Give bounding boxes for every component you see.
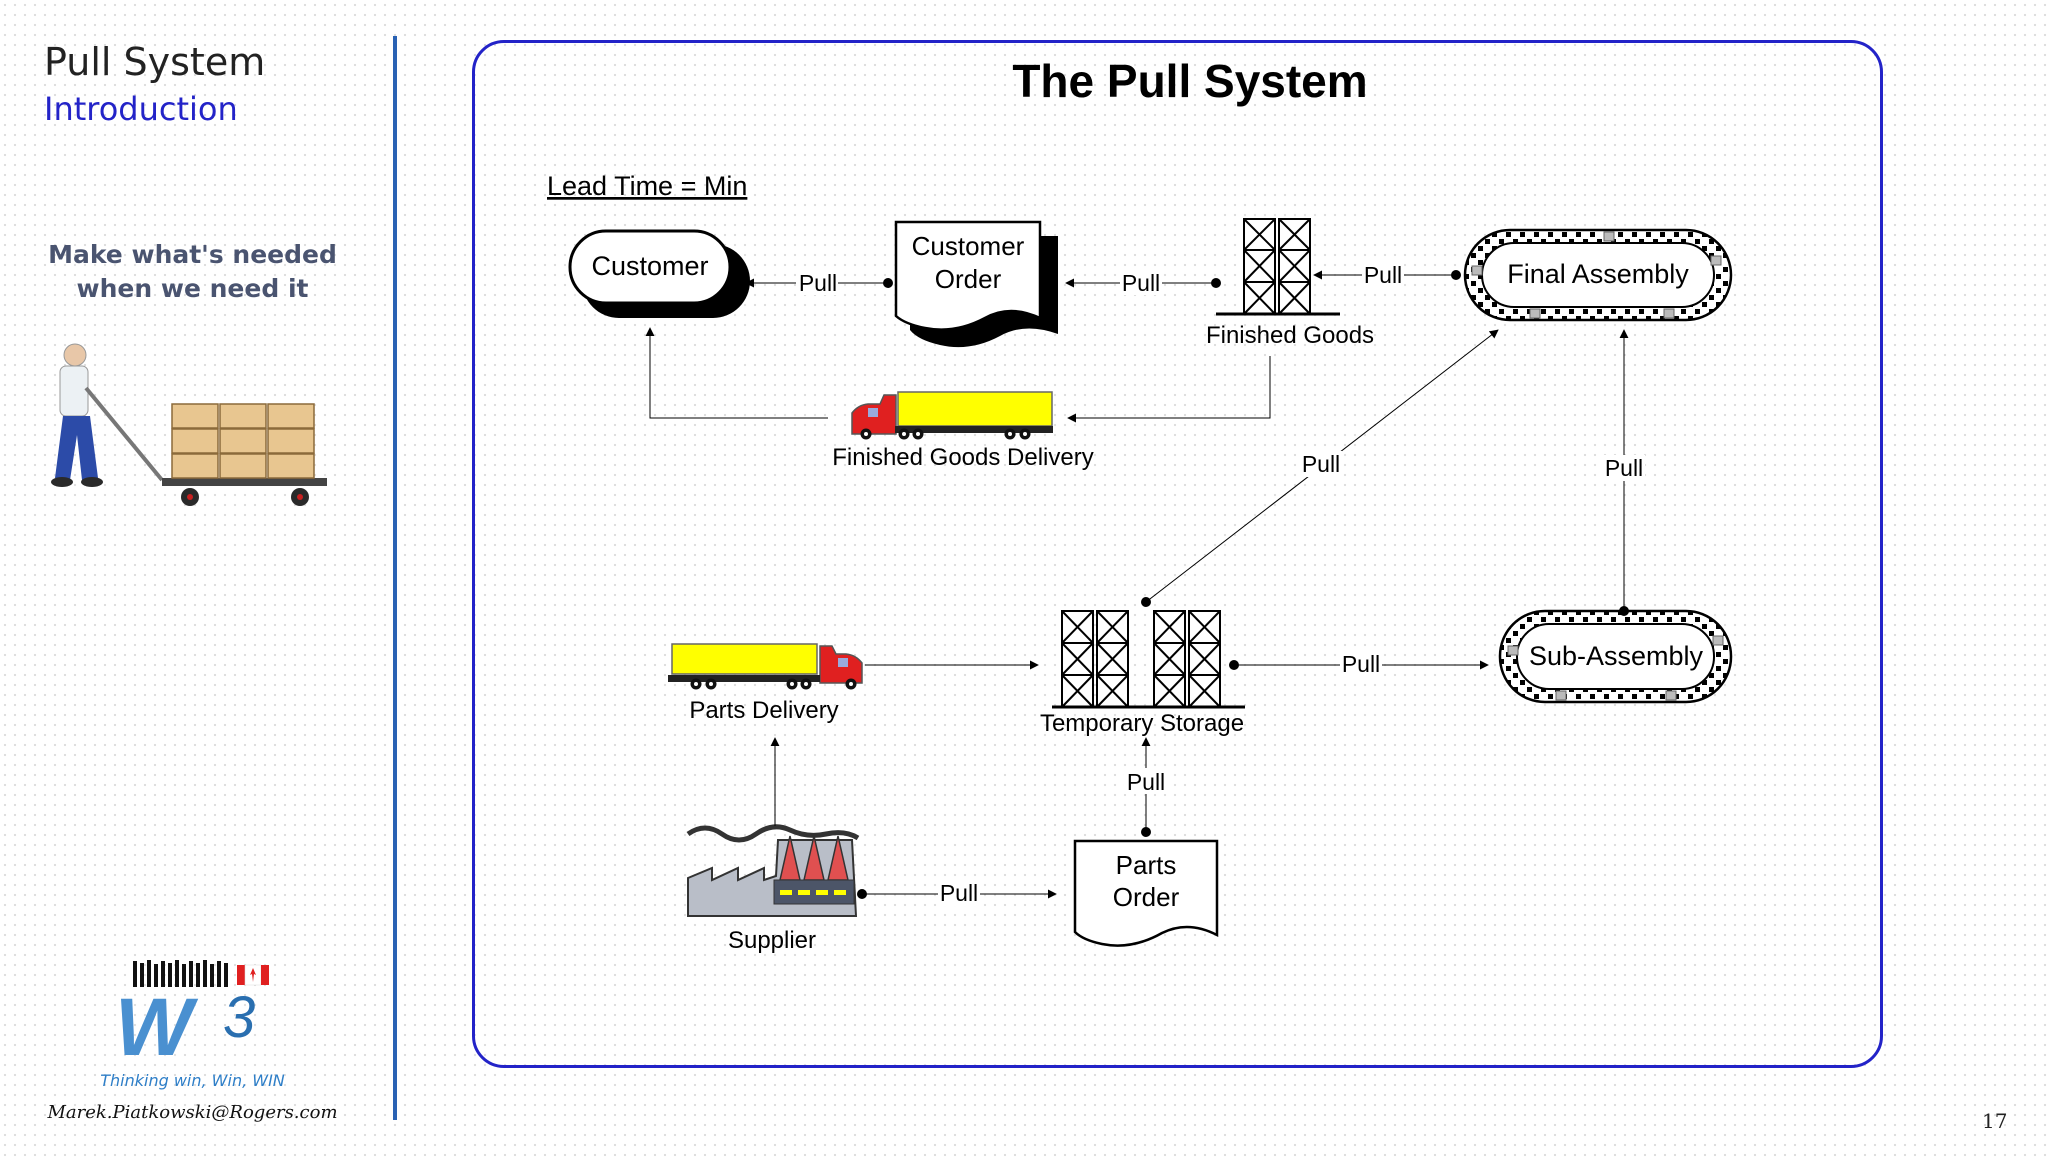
connector-finished-goods-to-delivery bbox=[1067, 356, 1271, 423]
connector-dot bbox=[1229, 660, 1239, 670]
connector-dot bbox=[1211, 278, 1221, 288]
vertical-divider bbox=[393, 36, 397, 1120]
connector-dot bbox=[1141, 827, 1151, 837]
connector-dot bbox=[857, 889, 867, 899]
final-assembly-label: Final Assembly bbox=[1507, 259, 1689, 289]
pull-label: Pull bbox=[1605, 455, 1643, 481]
pull-label: Pull bbox=[1122, 270, 1160, 296]
diagram-frame bbox=[472, 40, 1883, 1068]
connector-dot bbox=[883, 278, 893, 288]
contact-email: Marek.Piatkowski@Rogers.com bbox=[47, 1102, 338, 1123]
finished-goods-label: Finished Goods bbox=[1206, 322, 1374, 349]
final-assembly-conveyor: Final Assembly bbox=[1463, 228, 1733, 322]
customer-node: Customer bbox=[568, 229, 750, 318]
page-number: 17 bbox=[1982, 1109, 2008, 1133]
parts-order-node: Parts Order bbox=[1073, 839, 1219, 947]
worker-pulling-cart-illustration bbox=[51, 343, 327, 506]
pull-label: Pull bbox=[1342, 651, 1380, 677]
tagline-line-1: Make what's needed bbox=[48, 240, 337, 269]
finished-goods-rack-icon bbox=[1216, 218, 1340, 316]
parts-order-label-2: Order bbox=[1113, 882, 1180, 912]
svg-text:W: W bbox=[115, 982, 199, 1070]
pull-label: Pull bbox=[940, 880, 978, 906]
logo-tagline: Thinking win, Win, WIN bbox=[100, 1071, 285, 1090]
tagline-line-2: when we need it bbox=[76, 274, 309, 303]
customer-order-label-1: Customer bbox=[912, 231, 1025, 261]
pull-label: Pull bbox=[1127, 769, 1165, 795]
temporary-storage-rack-icon bbox=[1052, 610, 1245, 709]
diagram-title: The Pull System bbox=[1012, 55, 1367, 107]
pull-label: Pull bbox=[1364, 262, 1402, 288]
parts-delivery-label: Parts Delivery bbox=[689, 697, 838, 724]
temporary-storage-label: Temporary Storage bbox=[1040, 710, 1244, 737]
pull-label: Pull bbox=[1302, 451, 1340, 477]
finished-goods-truck-icon bbox=[851, 391, 1053, 440]
connector-dot bbox=[1619, 606, 1629, 616]
finished-goods-delivery-label: Finished Goods Delivery bbox=[832, 444, 1093, 471]
slide-subtitle: Introduction bbox=[44, 90, 238, 128]
customer-order-label-2: Order bbox=[935, 264, 1002, 294]
svg-text:3: 3 bbox=[223, 985, 255, 1050]
sub-assembly-conveyor: Sub-Assembly bbox=[1498, 609, 1733, 704]
customer-order-node: Customer Order bbox=[894, 220, 1058, 348]
connector-dot bbox=[1451, 270, 1461, 280]
pull-label: Pull bbox=[799, 270, 837, 296]
parts-order-label-1: Parts bbox=[1116, 850, 1177, 880]
connector-dot bbox=[1141, 597, 1151, 607]
supplier-factory-icon bbox=[686, 824, 860, 917]
w3-group-logo: W 3 bbox=[115, 960, 269, 1070]
supplier-label: Supplier bbox=[728, 927, 816, 954]
parts-delivery-truck-icon bbox=[668, 643, 863, 690]
sub-assembly-label: Sub-Assembly bbox=[1529, 641, 1704, 671]
tagline: Make what's needed when we need it bbox=[40, 238, 345, 306]
customer-label: Customer bbox=[591, 251, 708, 281]
canada-flag-icon bbox=[237, 964, 269, 986]
connector-delivery-to-customer bbox=[645, 327, 828, 419]
slide-title: Pull System bbox=[44, 40, 266, 84]
lead-time-label: Lead Time = Min bbox=[547, 171, 747, 201]
